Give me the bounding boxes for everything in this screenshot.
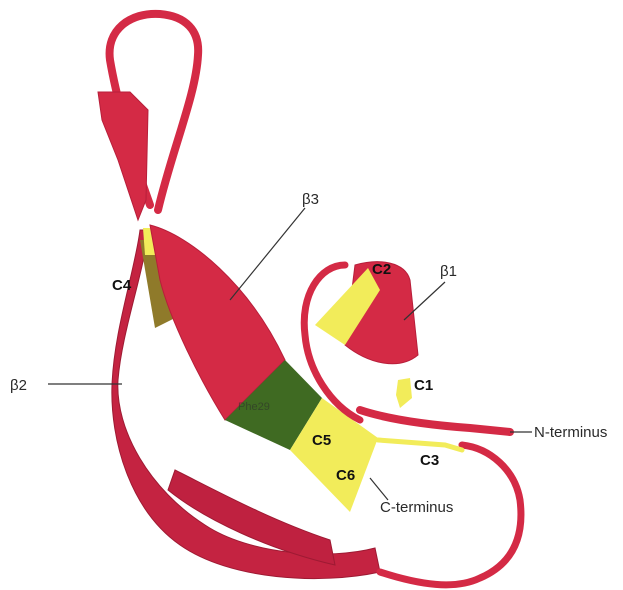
c-terminus-leader <box>370 478 388 500</box>
beta1-label: β1 <box>440 263 457 280</box>
c1-disulfide <box>396 378 412 408</box>
beta3-leader <box>230 208 305 300</box>
c2-label: C2 <box>372 261 391 278</box>
c1-label: C1 <box>414 377 433 394</box>
phe29-label: Phe29 <box>238 401 270 413</box>
top-arrow-strand <box>98 92 148 220</box>
beta3-label: β3 <box>302 191 319 208</box>
n-terminus-label: N-terminus <box>534 424 607 441</box>
c-terminus-label: C-terminus <box>380 499 453 516</box>
c5-label: C5 <box>312 432 331 449</box>
c6-label: C6 <box>336 467 355 484</box>
c3-label: C3 <box>420 452 439 469</box>
beta2-label: β2 <box>10 377 27 394</box>
n-terminus-tube <box>360 410 510 432</box>
c3-disulfide <box>378 440 462 450</box>
c4-label: C4 <box>112 277 132 294</box>
